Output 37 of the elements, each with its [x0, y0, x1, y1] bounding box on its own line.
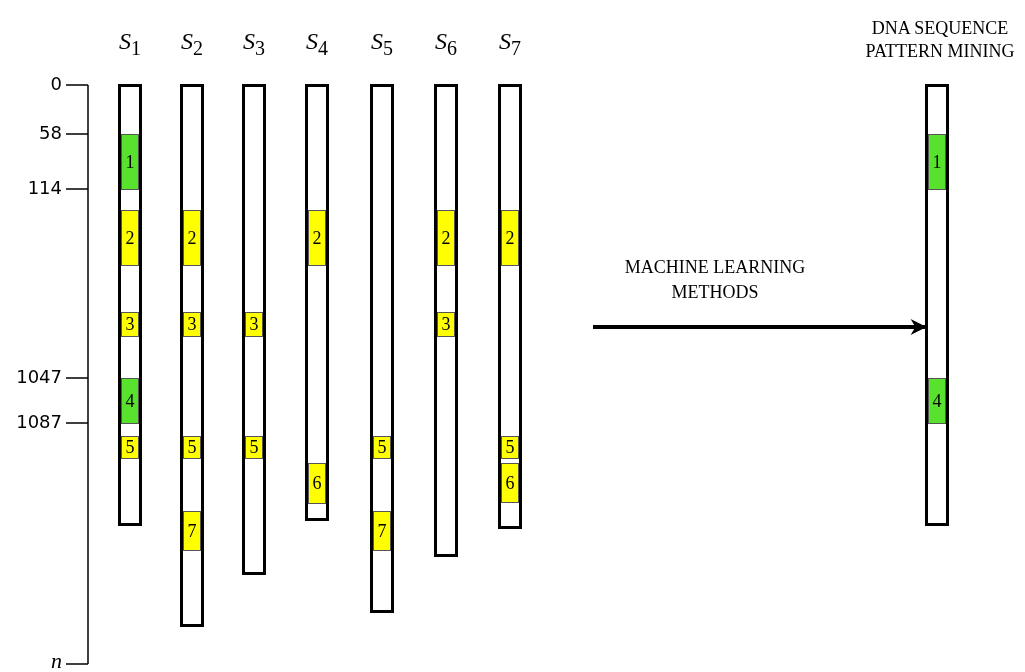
arrow [593, 319, 927, 335]
position-tick-label: n [50, 648, 62, 672]
position-tick-label: 1087 [15, 411, 62, 432]
motif-segment: 3 [245, 312, 263, 337]
position-tick-label: 1047 [15, 366, 62, 387]
sequence-label: S$_{5}$ [370, 29, 394, 58]
motif-segment: 3 [437, 312, 455, 337]
sequence-label: DNA SEQUENCE PATTERN MINING [864, 17, 1016, 64]
motif-segment: 2 [308, 210, 326, 266]
motif-segment: 5 [501, 436, 519, 459]
motif-segment: 1 [121, 134, 139, 190]
position-tick-label: 58 [38, 122, 62, 143]
sequence-label: S$_{6}$ [434, 29, 458, 58]
motif-segment: 3 [183, 312, 201, 337]
motif-segment: 7 [373, 511, 391, 551]
sequence-label: S$_{2}$ [180, 29, 204, 58]
motif-segment: 1 [928, 134, 946, 190]
sequence-label: S$_{4}$ [305, 29, 329, 58]
position-tick-label: 0 [49, 73, 62, 94]
motif-segment: 5 [183, 436, 201, 459]
position-tick-label: 114 [26, 177, 62, 198]
motif-segment: 5 [373, 436, 391, 459]
motif-segment: 6 [501, 463, 519, 503]
motif-segment: 2 [501, 210, 519, 266]
motif-segment: 3 [121, 312, 139, 337]
sequence-label: S$_{1}$ [118, 29, 142, 58]
motif-segment: 2 [121, 210, 139, 266]
motif-segment: 4 [928, 378, 946, 424]
sequence-label: S$_{7}$ [498, 29, 522, 58]
motif-segment: 2 [437, 210, 455, 266]
motif-segment: 4 [121, 378, 139, 424]
motif-segment: 6 [308, 463, 326, 504]
motif-segment: 7 [183, 511, 201, 551]
sequence-label: S$_{3}$ [242, 29, 266, 58]
motif-segment: 2 [183, 210, 201, 266]
motif-segment: 5 [245, 436, 263, 459]
motif-segment: 5 [121, 436, 139, 459]
